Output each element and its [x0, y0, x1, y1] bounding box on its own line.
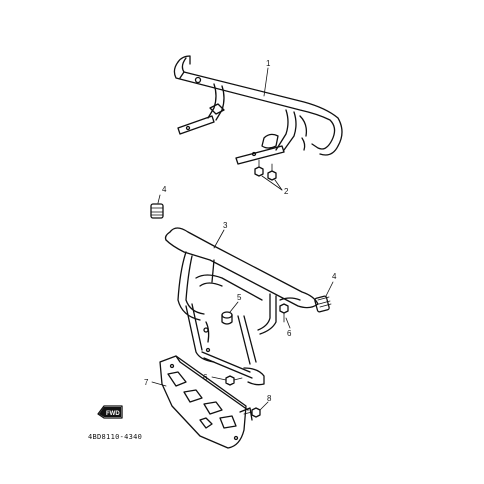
- fwd-badge-text: FWD: [106, 411, 120, 417]
- callout-7: 7: [144, 378, 149, 387]
- fwd-direction-badge: FWD: [97, 405, 123, 419]
- collar-5: [221, 301, 239, 325]
- part-code: 4BD8110-4340: [88, 433, 142, 441]
- callout-4b: 4: [332, 272, 337, 281]
- rubber-cap-right: [314, 281, 334, 313]
- front-bumper-frame: [164, 227, 319, 386]
- callout-6a: 6: [287, 329, 292, 338]
- callout-8: 8: [267, 394, 272, 403]
- bolt-6-lower: [211, 375, 243, 386]
- callout-5: 5: [237, 293, 242, 302]
- upper-bumper-bar: [173, 55, 343, 165]
- callout-1: 1: [266, 59, 271, 68]
- callout-4a: 4: [162, 185, 167, 194]
- callout-2: 2: [284, 187, 289, 196]
- rubber-cap-left: [150, 194, 164, 219]
- bolt-8: [243, 401, 269, 418]
- skid-plate: [151, 355, 253, 449]
- bolt-6-upper: [279, 303, 291, 329]
- bolt-group-2: [254, 159, 283, 191]
- callout-6b: 6: [203, 373, 208, 382]
- callout-3: 3: [223, 221, 228, 230]
